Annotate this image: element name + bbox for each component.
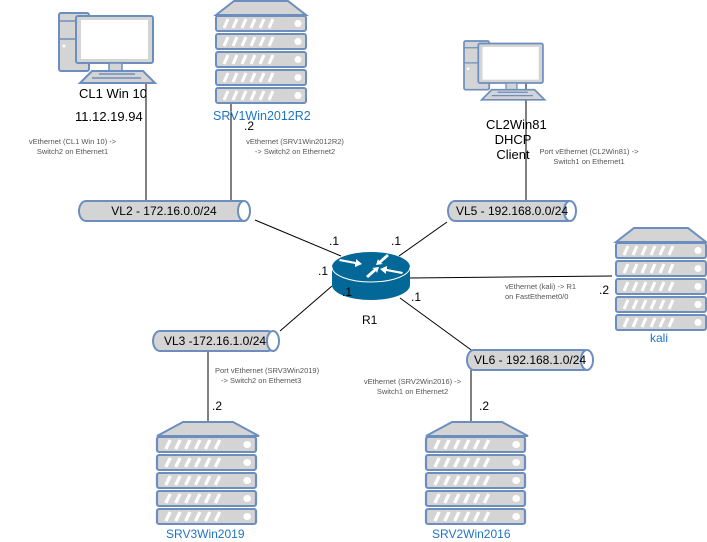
segment-vl6-label: VL6 - 192.168.1.0/24 <box>473 353 587 367</box>
segment-vl3[interactable] <box>152 330 280 352</box>
segment-vl5-label: VL5 - 192.168.0.0/24 <box>455 204 569 218</box>
note-kali-line1: vEthernet (kali) -> R1 <box>505 282 577 291</box>
srv3-address: .2 <box>212 399 223 413</box>
segment-vl3-label: VL3 -172.16.1.0/24 <box>163 334 267 348</box>
note-srv2-line1: vEthernet (SRV2Win2016) -> <box>363 377 462 386</box>
r1-name: R1 <box>362 313 378 327</box>
link-r1-vl6 <box>399 297 475 353</box>
note-srv1: vEthernet (SRV1Win2012R2) -> Switch2 on … <box>240 137 350 157</box>
cl1-ip: 11.12.19.94 <box>75 109 143 124</box>
kali-address: .2 <box>599 283 610 297</box>
srv1-name: SRV1Win2012R2 <box>213 109 311 123</box>
link-vl2-r1 <box>254 219 342 257</box>
segment-vl2[interactable] <box>78 200 251 222</box>
note-srv3: Port vEthernet (SRV3Win2019) -> Switch2 … <box>215 366 330 386</box>
server-icon-kali[interactable] <box>613 227 707 332</box>
r1-address-vl3-a: .1 <box>318 264 329 278</box>
server-icon-srv3[interactable] <box>155 421 260 526</box>
r1-address-vl5: .1 <box>391 234 402 248</box>
note-cl2-line2: Switch1 on Ethernet1 <box>553 157 625 166</box>
cl2-name-line2: DHCP <box>494 132 532 147</box>
segment-vl5[interactable] <box>447 200 577 222</box>
router-icon-r1[interactable] <box>331 252 411 300</box>
kali-name: kali <box>650 331 669 345</box>
link-r1-kali <box>409 275 613 279</box>
cl2-name-line3: Client <box>496 147 530 162</box>
segment-vl6[interactable] <box>466 349 594 371</box>
cl1-name: CL1 Win 10 <box>79 86 147 101</box>
pc-icon-cl1[interactable] <box>58 12 158 84</box>
note-srv1-line2: -> Switch2 on Ethernet2 <box>254 147 336 156</box>
pc-icon-cl2[interactable] <box>463 40 547 101</box>
note-kali-line2: on FastEthemet0/0 <box>505 292 569 301</box>
r1-address-vl6: .1 <box>411 290 422 304</box>
note-kali: vEthernet (kali) -> R1 on FastEthemet0/0 <box>505 282 590 302</box>
cl2-name: CL2Win81 DHCP Client <box>486 117 547 162</box>
cl2-name-line1: CL2Win81 <box>486 117 547 132</box>
note-cl2: Port vEthernet (CL2Win81) -> Switch1 on … <box>533 147 645 167</box>
note-cl1-line1: vEthernet (CL1 Win 10) -> <box>28 137 117 146</box>
note-cl2-line1: Port vEthernet (CL2Win81) -> <box>539 147 639 156</box>
segment-vl2-label: VL2 - 172.16.0.0/24 <box>111 204 217 218</box>
link-vl5-r1 <box>398 221 448 257</box>
link-r1-vl3 <box>279 285 333 332</box>
srv2-address: .2 <box>479 399 490 413</box>
server-icon-srv2[interactable] <box>424 421 529 526</box>
r1-address-vl2: .1 <box>329 234 340 248</box>
note-srv2-line2: Switch1 on Ethernet2 <box>376 387 449 396</box>
note-srv3-line1: Port vEthernet (SRV3Win2019) <box>215 366 320 375</box>
srv1-address: .2 <box>244 119 255 133</box>
note-srv3-line2: -> Switch2 on Ethernet3 <box>221 376 302 385</box>
srv3-name: SRV3Win2019 <box>166 527 245 541</box>
note-cl1-line2: Switch2 on Ethernet1 <box>36 147 109 156</box>
server-icon-srv1[interactable] <box>213 0 309 105</box>
r1-address-vl3-b: .1 <box>342 285 353 299</box>
note-srv2: vEthernet (SRV2Win2016) -> Switch1 on Et… <box>360 377 465 397</box>
note-cl1: vEthernet (CL1 Win 10) -> Switch2 on Eth… <box>25 137 120 157</box>
note-srv1-line1: vEthernet (SRV1Win2012R2) <box>246 137 344 146</box>
srv2-name: SRV2Win2016 <box>432 527 511 541</box>
